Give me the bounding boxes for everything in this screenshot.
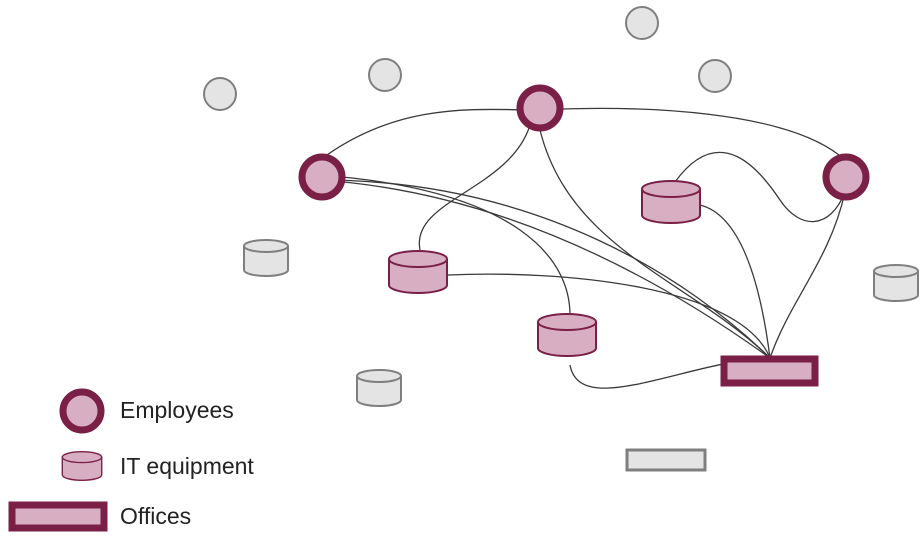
it-equipment-icon bbox=[641, 180, 701, 224]
edge bbox=[539, 129, 771, 359]
employee-icon bbox=[822, 153, 870, 201]
edge bbox=[447, 273, 771, 359]
legend-it-equipment-label: IT equipment bbox=[120, 453, 254, 479]
employee-icon bbox=[625, 6, 659, 40]
legend bbox=[8, 388, 108, 532]
employee-icon bbox=[516, 84, 564, 132]
employee-icon bbox=[203, 77, 237, 111]
employee-icon bbox=[298, 153, 346, 201]
it-equipment-icon bbox=[873, 264, 919, 302]
edge bbox=[769, 191, 846, 359]
active-employees bbox=[298, 84, 870, 201]
office-icon bbox=[720, 355, 819, 387]
it-equipment-icon bbox=[537, 313, 597, 357]
employee-icon bbox=[698, 59, 732, 93]
legend-offices-label: Offices bbox=[120, 503, 192, 529]
it-equipment-icon bbox=[356, 369, 402, 407]
legend-employees-label: Employees bbox=[120, 397, 234, 423]
connections bbox=[319, 107, 846, 389]
edge bbox=[699, 204, 771, 359]
edge bbox=[674, 151, 846, 223]
edge bbox=[418, 124, 531, 251]
edge bbox=[539, 107, 846, 161]
employee-icon bbox=[368, 58, 402, 92]
edge bbox=[319, 179, 771, 359]
office-icon bbox=[8, 501, 108, 532]
it-equipment-icon bbox=[61, 451, 103, 481]
office-icon bbox=[625, 448, 707, 472]
edge bbox=[319, 174, 571, 316]
edge bbox=[319, 108, 541, 161]
it-equipment-icon bbox=[243, 239, 289, 277]
it-equipment-icon bbox=[388, 250, 448, 294]
edge bbox=[319, 179, 771, 359]
inactive-employees bbox=[203, 6, 732, 111]
employee-icon bbox=[59, 388, 105, 434]
